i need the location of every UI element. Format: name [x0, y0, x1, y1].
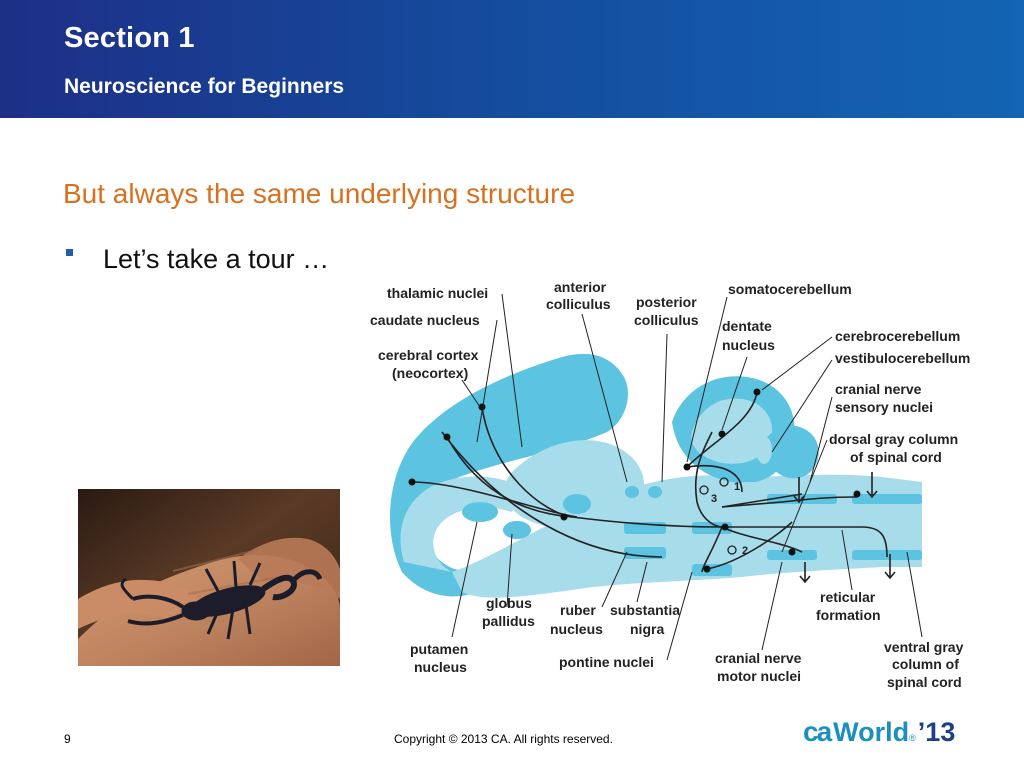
- label-anterior-colliculus: colliculus: [546, 296, 611, 312]
- label-vestibulocerebellum: vestibulocerebellum: [835, 350, 970, 366]
- ca-world-13-logo: ca World ® ’13: [803, 716, 955, 748]
- slide-heading: But always the same underlying structure: [63, 178, 576, 209]
- label-putamen-nucleus: nucleus: [414, 659, 467, 675]
- label-num-3: 3: [711, 493, 717, 505]
- cerebellum-lobe-shape: [767, 425, 819, 479]
- cerebellum-inner-shape: [691, 398, 773, 464]
- label-dentate: dentate: [722, 318, 772, 334]
- label-cranial-nerve-motor: cranial nerve: [715, 650, 802, 666]
- section-title: Section 1: [64, 22, 195, 54]
- label-thalamic-nuclei: thalamic nuclei: [387, 285, 488, 301]
- brain-structure-diagram: thalamic nuclei caudate nucleus cerebral…: [370, 279, 970, 690]
- label-formation: formation: [816, 607, 881, 623]
- title-banner: Section 1 Neuroscience for Beginners: [0, 0, 1024, 118]
- logo-registered-mark: ®: [909, 733, 916, 743]
- cortex-lower-shape: [400, 476, 522, 572]
- logo-year: ’13: [917, 717, 956, 747]
- label-of-spinal-cord: of spinal cord: [850, 449, 942, 465]
- square-bullet-icon: [66, 249, 73, 256]
- label-dorsal-gray-column: dorsal gray column: [829, 431, 958, 447]
- label-anterior: anterior: [554, 279, 607, 295]
- bullet-text: Let’s take a tour …: [103, 244, 330, 274]
- copyright-notice: Copyright © 2013 CA. All rights reserved…: [394, 732, 613, 746]
- label-pontine-nuclei: pontine nuclei: [559, 654, 654, 670]
- label-caudate-nucleus: caudate nucleus: [370, 312, 480, 328]
- label-putamen: putamen: [410, 641, 468, 657]
- label-reticular: reticular: [820, 589, 876, 605]
- label-motor-nuclei: motor nuclei: [717, 668, 801, 684]
- label-num-2: 2: [742, 545, 748, 557]
- logo-ca: ca: [803, 716, 832, 747]
- label-somatocerebellum: somatocerebellum: [728, 281, 852, 297]
- bullet-item: Let’s take a tour …: [66, 244, 329, 275]
- label-ruber: ruber: [560, 602, 596, 618]
- label-cranial-nerve-sensory: cranial nerve: [835, 381, 922, 397]
- scorpion-on-hand-photo: [78, 489, 340, 666]
- label-column-of: column of: [892, 656, 959, 672]
- label-posterior: posterior: [636, 294, 697, 310]
- label-sensory-nuclei: sensory nuclei: [835, 399, 933, 415]
- cerebral-cortex-shape: [390, 353, 628, 597]
- label-neocortex: (neocortex): [392, 365, 468, 381]
- label-cerebrocerebellum: cerebrocerebellum: [835, 328, 960, 344]
- label-spinal-cord: spinal cord: [887, 674, 962, 690]
- label-ventral-gray: ventral gray: [884, 639, 964, 655]
- label-pallidus: pallidus: [482, 613, 535, 629]
- label-globus: globus: [486, 595, 532, 611]
- label-substantia: substantia: [610, 602, 680, 618]
- section-subtitle: Neuroscience for Beginners: [64, 75, 345, 98]
- label-ruber-nucleus: nucleus: [550, 621, 603, 637]
- label-cerebral-cortex: cerebral cortex: [378, 347, 479, 363]
- thalamus-shape: [504, 440, 644, 530]
- label-posterior-colliculus: colliculus: [634, 312, 699, 328]
- logo-world: World: [833, 717, 910, 747]
- label-num-1: 1: [734, 481, 740, 493]
- label-dentate-nucleus: nucleus: [722, 337, 775, 353]
- page-number: 9: [64, 732, 71, 746]
- label-nigra: nigra: [630, 621, 664, 637]
